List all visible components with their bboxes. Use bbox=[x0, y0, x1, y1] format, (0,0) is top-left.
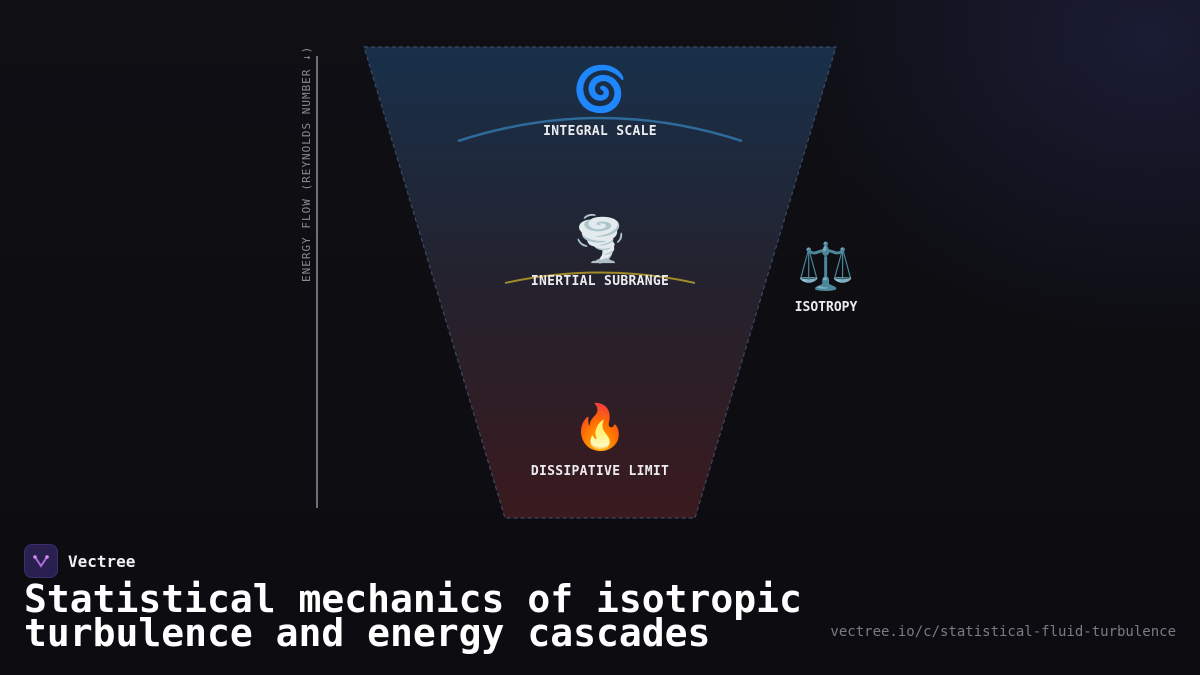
tornado-icon: 🌪️ bbox=[572, 214, 628, 265]
course-url[interactable]: vectree.io/c/statistical-fluid-turbulenc… bbox=[830, 624, 1176, 640]
brand[interactable]: Vectree bbox=[24, 544, 135, 578]
stage-label: INTEGRAL SCALE bbox=[543, 124, 657, 139]
stage-integral-scale: 🌀 INTEGRAL SCALE bbox=[450, 64, 750, 140]
funnel-shape bbox=[363, 46, 837, 519]
balance-scale-icon: ⚖️ bbox=[797, 239, 855, 293]
isotropy-label: ISOTROPY bbox=[794, 300, 858, 315]
fire-icon: 🔥 bbox=[572, 402, 628, 453]
vectree-logo-icon bbox=[24, 544, 58, 578]
stage-label: INERTIAL SUBRANGE bbox=[530, 274, 670, 289]
energy-flow-axis bbox=[316, 56, 318, 508]
brand-name: Vectree bbox=[68, 551, 136, 571]
isotropy-marker: ⚖️ ISOTROPY bbox=[776, 240, 876, 315]
stage-inertial-subrange: 🌪️ INERTIAL SUBRANGE bbox=[450, 214, 750, 290]
page-title: Statistical mechanics of isotropic turbu… bbox=[24, 577, 802, 655]
cyclone-icon: 🌀 bbox=[572, 64, 628, 115]
integral-scale-arc bbox=[457, 116, 743, 143]
inertial-subrange-arc bbox=[504, 271, 696, 284]
stage-label: DISSIPATIVE LIMIT bbox=[530, 464, 670, 479]
stage-dissipative-limit: 🔥 DISSIPATIVE LIMIT bbox=[450, 402, 750, 480]
